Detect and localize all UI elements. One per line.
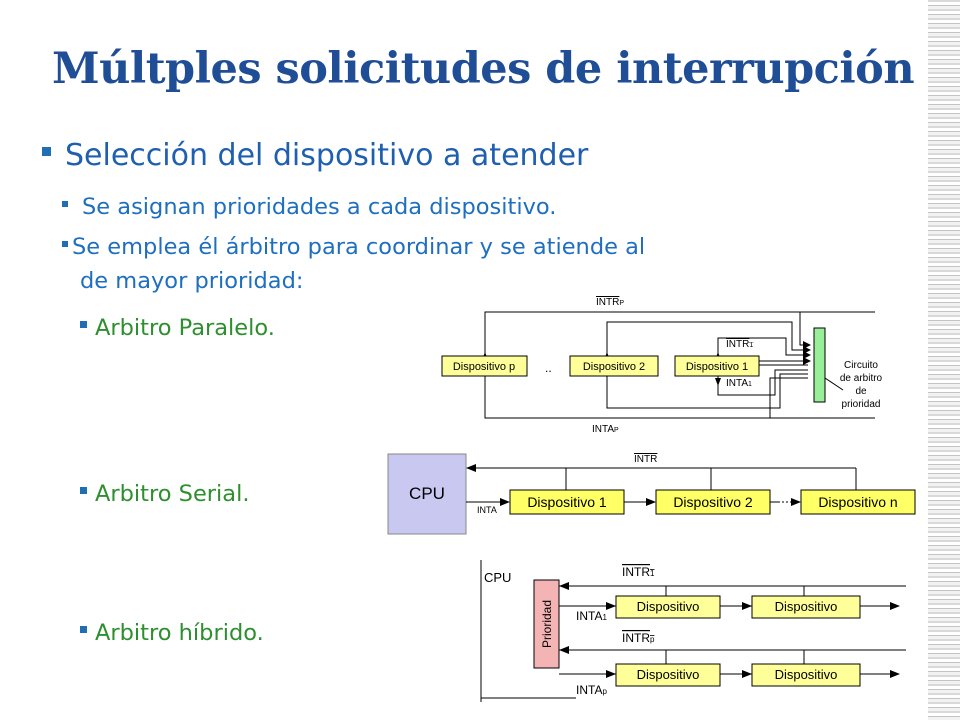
bullet-level3: Arbitro híbrido.: [80, 620, 264, 646]
bullet-text: Selección del dispositivo a atender: [65, 138, 589, 173]
svg-text:Circuito: Circuito: [844, 360, 878, 371]
bullet-level3: Arbitro Paralelo.: [80, 315, 275, 341]
device-label-2: Dispositivo 2: [583, 361, 645, 373]
bullet-level3: Arbitro Serial.: [80, 481, 250, 507]
bullet-text: Se emplea él árbitro para coordinar y se…: [72, 234, 646, 260]
hybrid-cpu-label: CPU: [484, 570, 511, 585]
hybrid-arbiter-diagram: CPU Prioridad Dispositivo Dispositivo Di…: [480, 560, 906, 702]
serial-device-label-n: Dispositivo n: [818, 494, 897, 510]
hybrid-inta-1-label: INTA1: [576, 609, 607, 623]
hybrid-device-label: Dispositivo: [775, 599, 838, 614]
intr-1-label: INTR1: [726, 339, 753, 350]
bullet-square-icon: [80, 487, 87, 494]
serial-device-box-2: [655, 489, 771, 515]
cpu-box: [387, 453, 467, 535]
device-box-1: [674, 355, 760, 377]
inta-p-label: INTAP: [592, 424, 619, 435]
serial-device-box-n: [800, 489, 916, 515]
device-box-p: [441, 355, 528, 377]
svg-text:de: de: [855, 386, 867, 397]
priority-box: [533, 579, 560, 669]
bullet-text: Arbitro híbrido.: [95, 620, 264, 646]
cpu-label: CPU: [409, 484, 445, 503]
hybrid-intr-1-label: INTR1: [622, 565, 655, 579]
svg-text:prioridad: prioridad: [842, 399, 881, 410]
bullet-square-icon: [62, 200, 68, 207]
device-label-p: Dispositivo p: [453, 361, 515, 373]
ellipsis-dots: ..: [545, 361, 552, 375]
serial-inta-label: INTA: [477, 505, 497, 515]
device-box-2: [569, 355, 659, 377]
bullet-square-icon: [42, 147, 51, 156]
arbiter-circuit-box: [813, 327, 826, 403]
hybrid-device-label: Dispositivo: [637, 599, 700, 614]
hybrid-device-box: [751, 663, 861, 687]
hybrid-inta-p-label: INTAp: [576, 683, 607, 697]
decorative-edge-border: [928, 0, 960, 720]
arbiter-label: Circuito de arbitro de prioridad: [840, 360, 883, 410]
svg-text:de arbitro: de arbitro: [840, 373, 883, 384]
bullet-text: Arbitro Paralelo.: [95, 315, 275, 341]
serial-device-label-1: Dispositivo 1: [527, 494, 607, 510]
hybrid-device-box: [615, 663, 721, 687]
serial-device-box-1: [509, 489, 625, 515]
serial-device-label-2: Dispositivo 2: [673, 494, 753, 510]
hybrid-intr-p-label: INTRp: [622, 631, 655, 645]
serial-arbiter-diagram: CPU Dispositivo 1 Dispositivo 2 Disposit…: [387, 453, 916, 535]
priority-label: Prioridad: [540, 600, 554, 648]
hybrid-device-label: Dispositivo: [775, 667, 838, 682]
bullet-square-icon: [80, 321, 87, 328]
bullet-text: Se asignan prioridades a cada dispositiv…: [82, 194, 557, 220]
hybrid-device-box: [751, 595, 861, 619]
bullet-text-continuation: de mayor prioridad:: [80, 268, 304, 294]
inta-1-label: INTA1: [726, 378, 752, 389]
intr-p-label: INTRP: [596, 297, 624, 308]
parallel-arbiter-diagram: Dispositivo p Dispositivo 2 Dispositivo …: [441, 297, 883, 435]
bullet-level2: Se emplea él árbitro para coordinar y se…: [62, 234, 645, 260]
hybrid-device-box: [615, 595, 721, 619]
bullet-square-icon: [62, 240, 68, 247]
slide-title: Múltples solicitudes de interrupción: [52, 44, 915, 94]
hybrid-device-label: Dispositivo: [637, 667, 700, 682]
bullet-level2: Se asignan prioridades a cada dispositiv…: [62, 194, 556, 220]
serial-intr-label: INTR: [634, 454, 657, 465]
bullet-square-icon: [80, 626, 87, 633]
bullet-text: Arbitro Serial.: [95, 481, 250, 507]
device-label-1: Dispositivo 1: [686, 361, 748, 373]
bullet-level1: Selección del dispositivo a atender: [42, 138, 588, 173]
